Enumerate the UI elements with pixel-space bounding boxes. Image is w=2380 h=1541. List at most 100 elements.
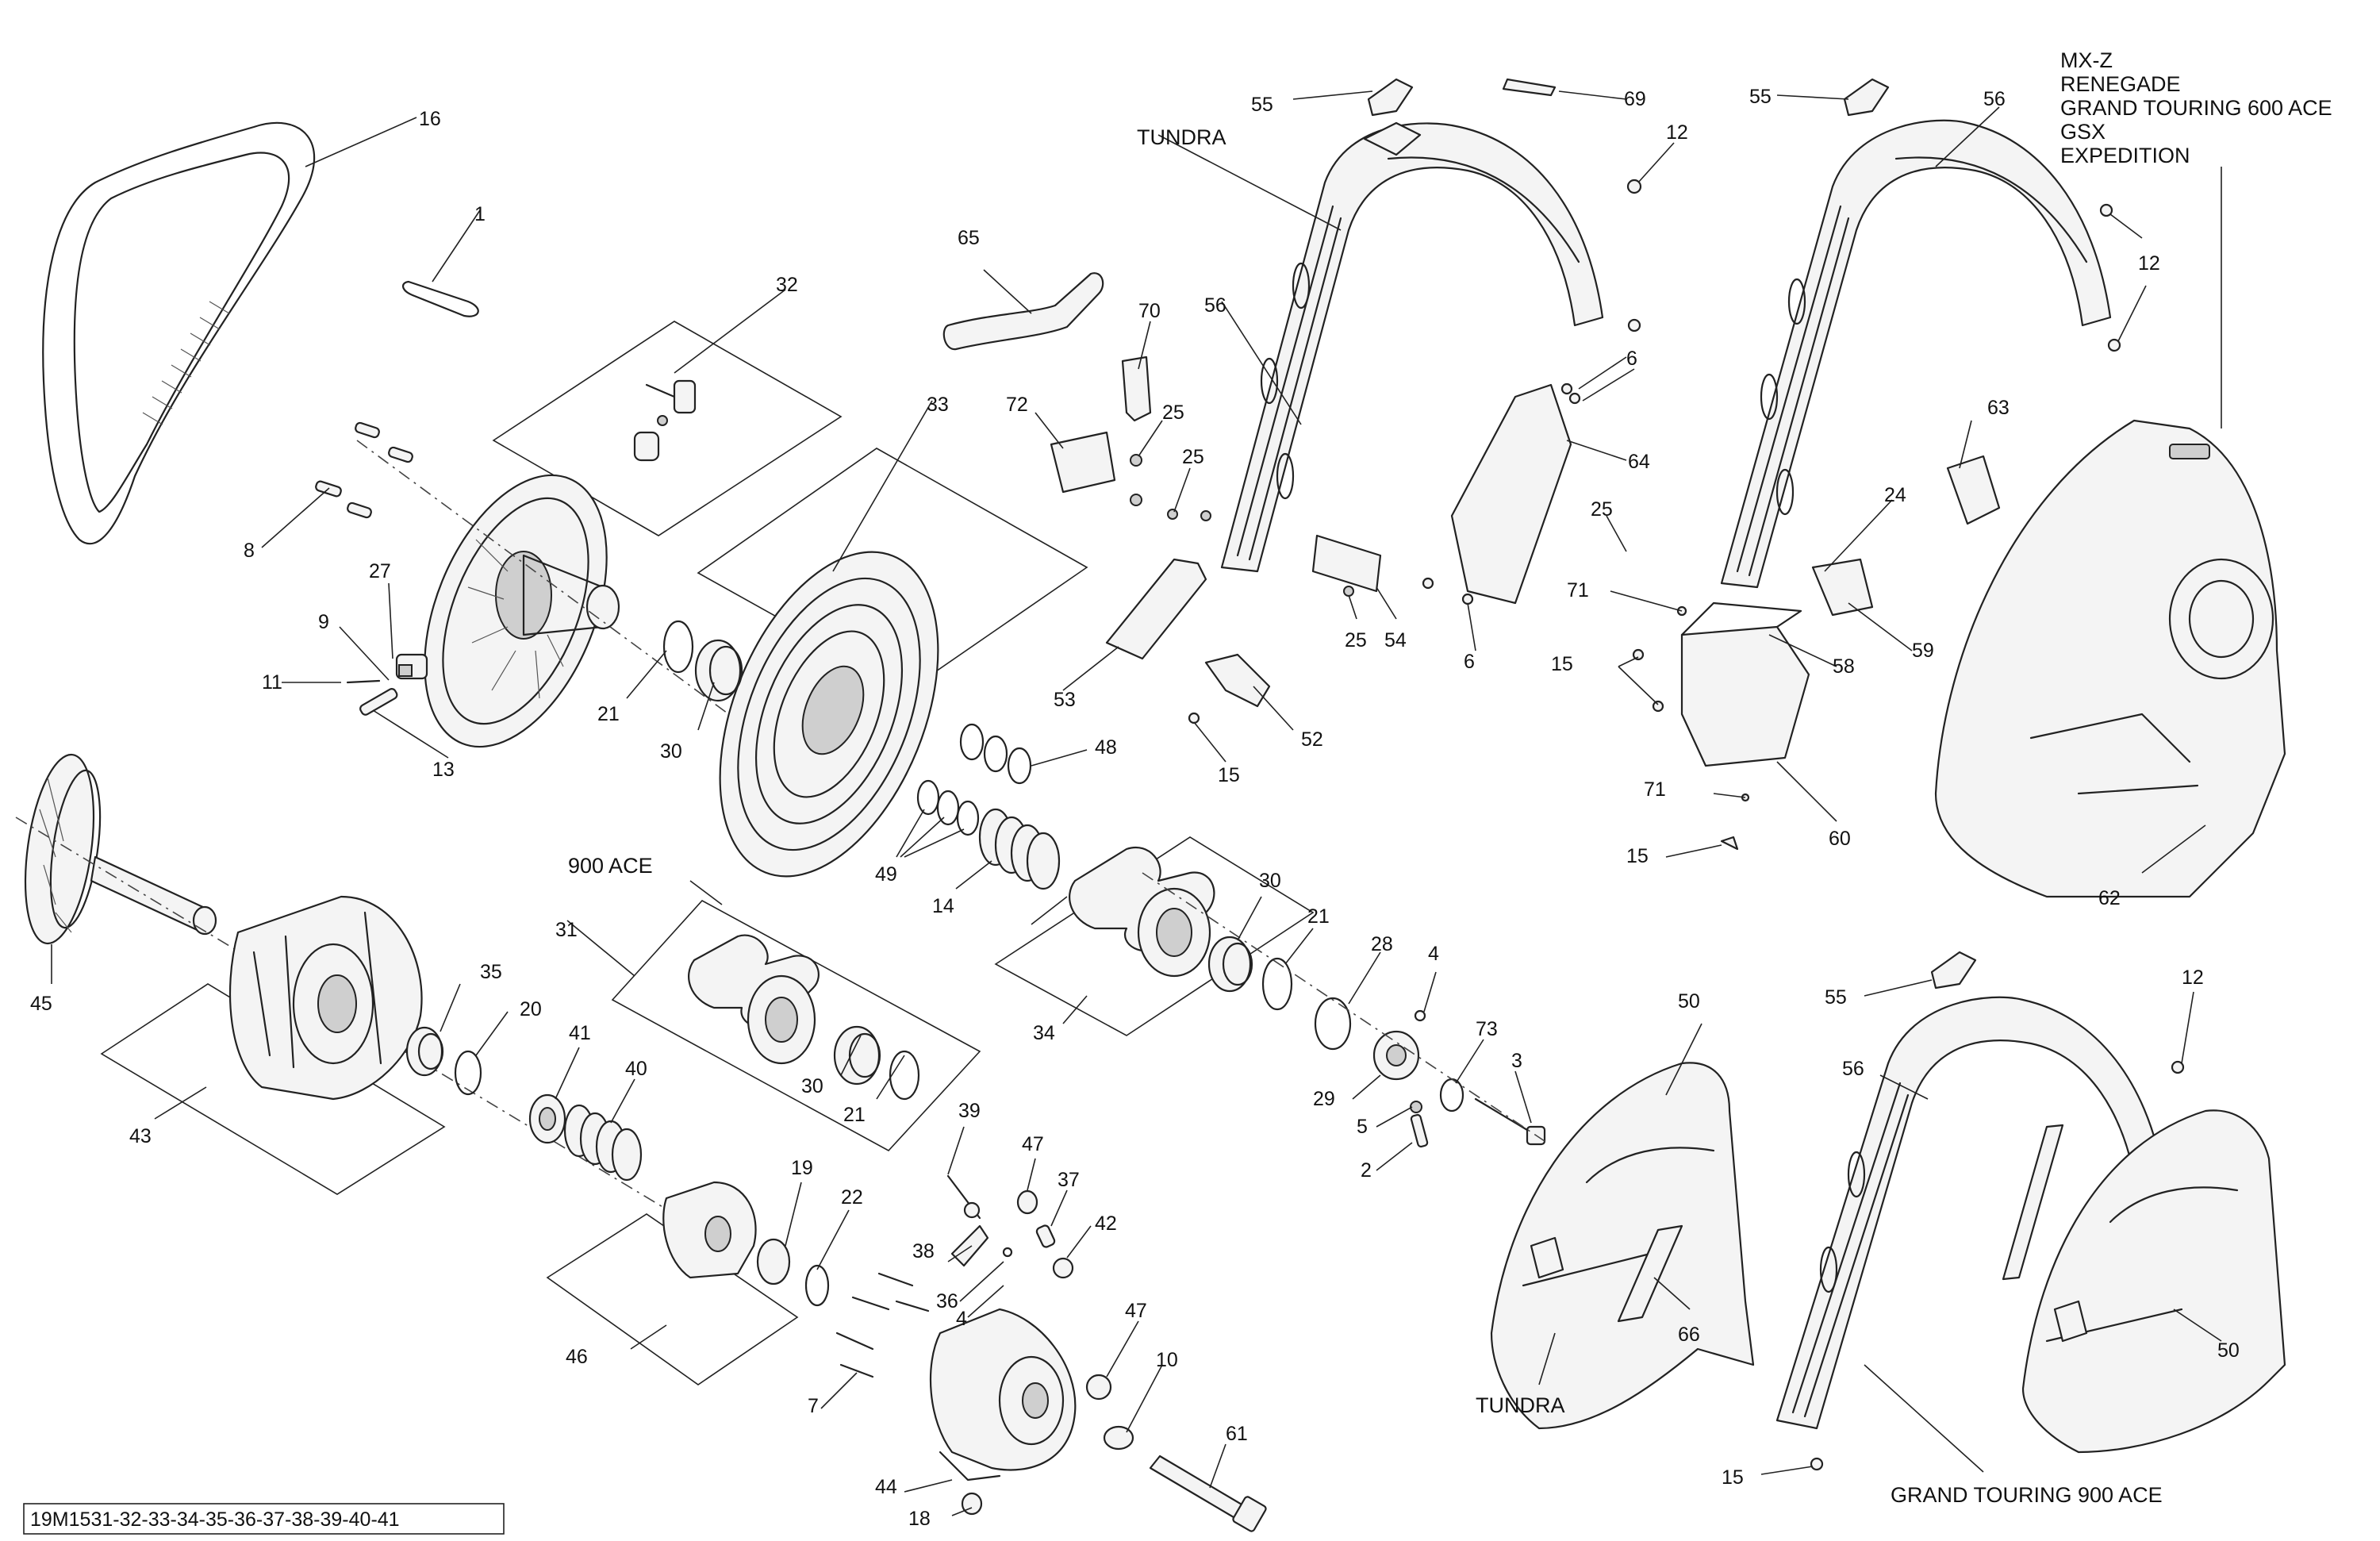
label-38: 38: [912, 1240, 935, 1262]
label-15d: 15: [1722, 1466, 1744, 1489]
label-37: 37: [1058, 1169, 1080, 1191]
label-30c: 30: [801, 1075, 823, 1097]
label-22: 22: [841, 1186, 863, 1209]
label-27: 27: [369, 560, 391, 582]
model-gsx: GSX: [2060, 120, 2106, 144]
label-73: 73: [1476, 1018, 1498, 1040]
label-20: 20: [520, 998, 542, 1020]
label-41: 41: [569, 1022, 591, 1044]
rollers-and-screws: [315, 379, 697, 716]
strip-gt: [2002, 1124, 2064, 1281]
label-62: 62: [2098, 887, 2121, 909]
label-19: 19: [791, 1157, 813, 1179]
label-47a: 47: [1022, 1133, 1044, 1155]
label-59: 59: [1912, 640, 1934, 662]
label-52: 52: [1301, 728, 1323, 751]
label-63: 63: [1987, 397, 2010, 419]
label-21c: 21: [843, 1104, 866, 1126]
label-56c: 56: [1842, 1058, 1864, 1080]
label-48: 48: [1095, 736, 1117, 759]
label-32: 32: [776, 274, 798, 296]
box-32: [492, 321, 843, 536]
label-7: 7: [808, 1395, 819, 1417]
cam-31: [688, 934, 920, 1101]
label-25d: 25: [1591, 498, 1613, 521]
bracket-53: [1105, 558, 1207, 660]
washer-bolt-group: [1314, 997, 1546, 1148]
fasteners-12-a: [1626, 179, 1642, 332]
belt-guard-mxz: [1720, 119, 2112, 589]
axis-lower: [15, 817, 715, 1239]
model-renegade: RENEGADE: [2060, 72, 2181, 96]
label-16: 16: [419, 108, 441, 130]
belt-guard-tundra: [1220, 121, 1604, 573]
fasteners-12-b: [2099, 203, 2121, 352]
model-expedition: EXPEDITION: [2060, 144, 2190, 167]
axis-upper: [356, 440, 794, 763]
sheave-45: [24, 753, 217, 945]
spider-46: [662, 1181, 830, 1307]
label-13: 13: [432, 759, 455, 781]
ref-code-frame: [23, 1503, 505, 1535]
label-64: 64: [1628, 451, 1650, 473]
leader-lines: [51, 90, 2222, 1516]
label-28: 28: [1371, 933, 1393, 955]
label-71a: 71: [1567, 579, 1589, 601]
clip-55-c: [1930, 951, 1977, 990]
label-12c: 12: [2182, 966, 2204, 989]
label-53: 53: [1054, 689, 1076, 711]
label-3: 3: [1511, 1050, 1522, 1072]
label-70: 70: [1138, 300, 1161, 322]
cover-50-b: [2021, 1109, 2286, 1454]
spring-40-41: [528, 1093, 643, 1182]
note-tundra-bottom: TUNDRA: [1476, 1393, 1565, 1417]
label-11: 11: [262, 671, 282, 694]
strip-66: [1617, 1224, 1683, 1323]
orings-48: [959, 723, 1032, 785]
label-5: 5: [1357, 1116, 1368, 1138]
label-72: 72: [1006, 394, 1028, 416]
label-36: 36: [936, 1290, 958, 1312]
label-6a: 6: [1626, 348, 1637, 370]
label-58: 58: [1833, 655, 1855, 678]
label-12a: 12: [1666, 121, 1688, 144]
cover-50-a: [1490, 1062, 1755, 1430]
label-66: 66: [1678, 1324, 1700, 1346]
spring-14: [978, 808, 1061, 890]
label-33: 33: [927, 394, 949, 416]
fastener-15-d: [1810, 1457, 1824, 1471]
label-15a: 15: [1218, 764, 1240, 786]
model-list: MX-Z RENEGADE GRAND TOURING 600 ACE GSX …: [2060, 48, 2332, 167]
callouts: 16 1 32 33 8 27 9 11 13 21 30 48 49 14 9…: [30, 86, 2240, 1530]
label-34: 34: [1033, 1022, 1055, 1044]
hose-65: [942, 272, 1104, 351]
ref-code: 19M1531-32-33-34-35-36-37-38-39-40-41: [30, 1508, 400, 1531]
plate-54: [1311, 534, 1382, 593]
label-29: 29: [1313, 1088, 1335, 1110]
bracket-72: [1050, 431, 1116, 494]
label-42: 42: [1095, 1212, 1117, 1235]
label-18: 18: [908, 1508, 931, 1530]
label-25a: 25: [1162, 402, 1184, 424]
label-4b: 4: [956, 1308, 967, 1330]
label-12b: 12: [2138, 252, 2160, 275]
fasteners-6: [1422, 382, 1581, 605]
bolts-7-36: [835, 1272, 930, 1378]
label-55a: 55: [1251, 94, 1273, 116]
box-31: [611, 899, 981, 1152]
label-69: 69: [1624, 88, 1646, 110]
label-15c: 15: [1626, 845, 1649, 867]
model-mxz: MX-Z: [2060, 48, 2113, 72]
label-21a: 21: [597, 703, 620, 725]
label-65: 65: [958, 227, 980, 249]
label-56b: 56: [1983, 88, 2006, 110]
label-15b: 15: [1551, 653, 1573, 675]
label-8: 8: [244, 540, 255, 562]
label-6b: 6: [1464, 651, 1475, 673]
label-35: 35: [480, 961, 502, 983]
nuts-25-center: [1130, 454, 1354, 597]
label-55c: 55: [1825, 986, 1847, 1009]
box-46: [546, 1213, 799, 1385]
housing-43: [228, 895, 423, 1101]
